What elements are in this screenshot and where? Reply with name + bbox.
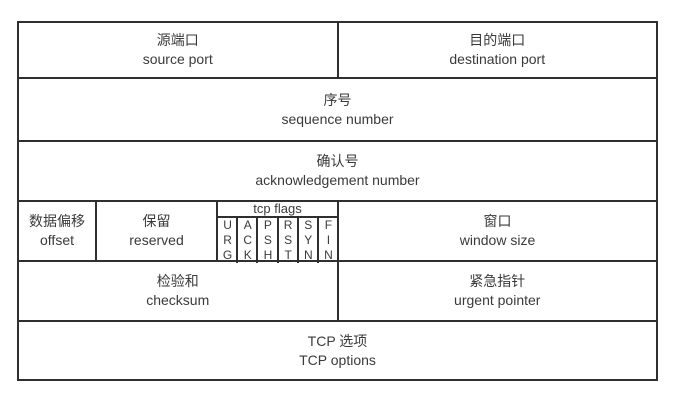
field-sequence-number: 序号 sequence number	[19, 79, 656, 140]
flag-syn: SYN	[296, 218, 317, 263]
tcp-flags-header: tcp flags	[218, 202, 337, 218]
field-offset: 数据偏移 offset	[19, 202, 95, 260]
field-window-size: 窗口 window size	[337, 202, 656, 260]
flag-psh: PSH	[256, 218, 276, 263]
row-ports: 源端口 source port 目的端口 destination port	[19, 23, 656, 77]
field-tcp-options: TCP 选项 TCP options	[19, 322, 656, 379]
urgent-pointer-label-en: urgent pointer	[454, 292, 541, 308]
window-size-label-zh: 窗口	[483, 213, 512, 229]
reserved-label-en: reserved	[129, 232, 184, 248]
destination-port-label-zh: 目的端口	[469, 32, 526, 48]
flag-ack: ACK	[236, 218, 256, 263]
urgent-pointer-label-zh: 紧急指针	[469, 273, 526, 289]
window-size-label-en: window size	[459, 232, 536, 248]
row-offset-reserved-flags-window: 数据偏移 offset 保留 reserved tcp flags URG AC…	[19, 200, 656, 263]
field-urgent-pointer: 紧急指针 urgent pointer	[336, 262, 657, 320]
field-tcp-flags: tcp flags URG ACK PSH RST SYN FIN	[216, 202, 337, 263]
tcp-header-table: 源端口 source port 目的端口 destination port 序号…	[17, 21, 658, 381]
tcp-options-label-en: TCP options	[299, 351, 376, 368]
sequence-number-label-en: sequence number	[281, 110, 394, 127]
tcp-flags-cells: URG ACK PSH RST SYN FIN	[218, 218, 337, 263]
offset-label-zh: 数据偏移	[29, 213, 85, 229]
sequence-number-label-zh: 序号	[323, 91, 352, 108]
checksum-label-en: checksum	[146, 292, 210, 308]
field-reserved: 保留 reserved	[95, 202, 216, 260]
field-acknowledgement-number: 确认号 acknowledgement number	[19, 142, 656, 200]
offset-label-en: offset	[40, 232, 74, 248]
field-checksum: 检验和 checksum	[19, 262, 337, 320]
tcp-options-label-zh: TCP 选项	[307, 332, 368, 349]
destination-port-label-en: destination port	[449, 51, 546, 67]
checksum-label-zh: 检验和	[156, 273, 199, 289]
flag-fin: FIN	[316, 218, 337, 263]
source-port-label-en: source port	[142, 51, 213, 67]
row-acknowledgement-number: 确认号 acknowledgement number	[19, 140, 656, 200]
reserved-label-zh: 保留	[142, 213, 171, 229]
acknowledgement-number-label-zh: 确认号	[316, 153, 359, 169]
flag-urg: URG	[220, 218, 235, 263]
field-source-port: 源端口 source port	[19, 23, 337, 77]
flag-rst: RST	[276, 218, 297, 263]
field-destination-port: 目的端口 destination port	[336, 23, 657, 77]
row-checksum-urgent: 检验和 checksum 紧急指针 urgent pointer	[19, 260, 656, 320]
row-sequence-number: 序号 sequence number	[19, 77, 656, 140]
acknowledgement-number-label-en: acknowledgement number	[255, 172, 420, 188]
row-tcp-options: TCP 选项 TCP options	[19, 320, 656, 379]
source-port-label-zh: 源端口	[156, 32, 199, 48]
